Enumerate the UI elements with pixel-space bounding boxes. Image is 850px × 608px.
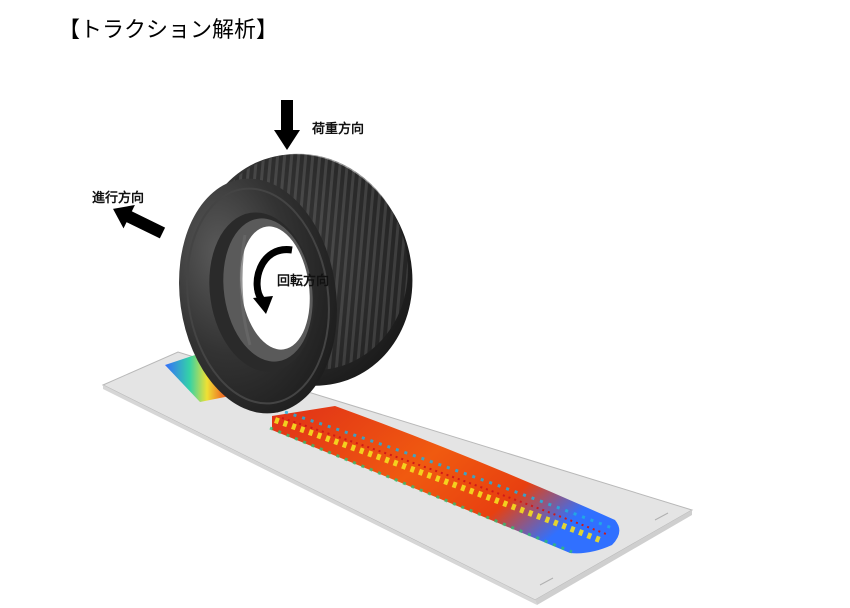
travel-direction-arrow [113,205,166,239]
tire [179,153,413,414]
contact-pressure-strip [269,406,620,554]
rotation-direction-arrow [253,246,293,314]
page-title: 【トラクション解析】 [58,18,279,43]
travel-direction-label: 進行方向 [92,191,145,206]
contact-patch-rear [165,355,235,402]
rotation-direction-label: 回転方向 [277,274,330,289]
load-direction-arrow [274,100,300,150]
load-direction-label: 荷重方向 [312,122,365,137]
